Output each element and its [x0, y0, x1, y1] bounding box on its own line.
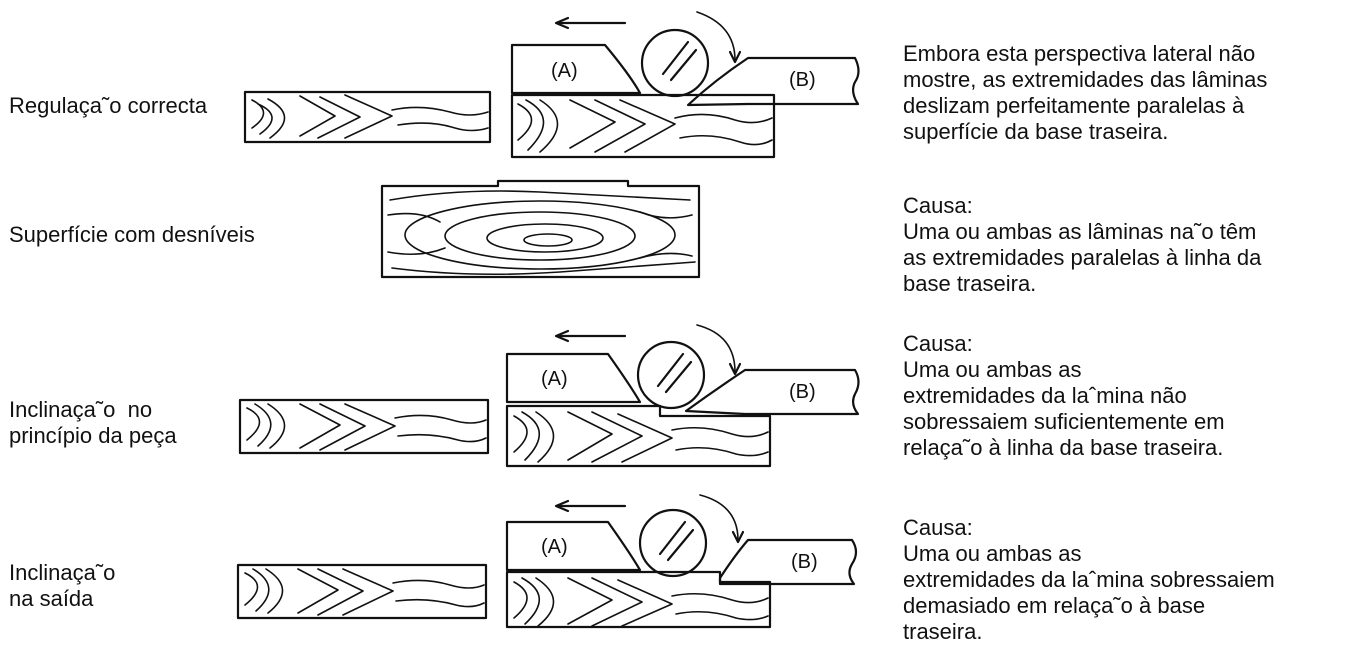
row4-plate-a-label: (A) [541, 536, 568, 558]
row-label-correct-setting: Regulaça˜o correcta [9, 93, 208, 118]
row-label-uneven-surface: Superfície com desníveis [9, 222, 255, 247]
row4-workpiece [505, 570, 772, 629]
row4-feed-arrow [554, 499, 627, 513]
row-description-uneven-surface: Causa: Uma ou ambas as lâminas na˜o têm … [903, 193, 1262, 296]
row2-board [380, 179, 701, 279]
row4-outgoing-board [236, 563, 488, 620]
row4-plate-a [505, 520, 642, 572]
row1-workpiece [510, 93, 776, 159]
row4-plate-b [718, 538, 858, 586]
row3-feed-arrow [554, 329, 627, 343]
row1-plate-a-label: (A) [551, 60, 578, 82]
row-description-correct-setting: Embora esta perspectiva lateral não most… [903, 41, 1268, 144]
row1-plate-a [510, 43, 642, 95]
row-description-snipe-end: Causa: Uma ou ambas as extremidades da l… [903, 515, 1275, 644]
row3-plate-b-label: (B) [789, 381, 816, 403]
row1-cutterhead [640, 11, 742, 98]
row3-incoming-board [238, 398, 490, 455]
row4-plate-b-label: (B) [791, 551, 818, 573]
row3-cutterhead [636, 324, 742, 410]
row3-plate-a [505, 352, 642, 404]
row1-incoming-board [243, 90, 492, 144]
row1-plate-b-label: (B) [789, 69, 816, 91]
row3-workpiece [505, 404, 772, 468]
row3-plate-a-label: (A) [541, 368, 568, 390]
row4-cutterhead [638, 494, 745, 578]
row-label-snipe-end: Inclinaça˜o na saída [9, 560, 116, 611]
row1-feed-arrow [554, 16, 627, 30]
row-label-snipe-start: Inclinaça˜o no princípio da peça [9, 397, 177, 448]
row1-plate-b [686, 56, 860, 107]
row-description-snipe-start: Causa: Uma ou ambas as extremidades da l… [903, 331, 1225, 460]
row3-plate-b [684, 368, 860, 416]
